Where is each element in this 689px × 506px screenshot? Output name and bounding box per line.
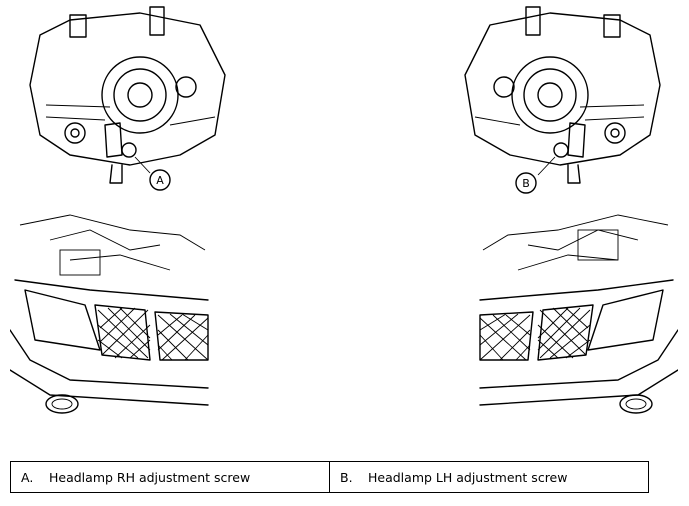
legend-item-a: A. Headlamp RH adjustment screw bbox=[11, 462, 329, 492]
callout-a-label: A bbox=[156, 174, 164, 187]
headlamp-lh-illustration: B bbox=[440, 5, 680, 195]
legend-table: A. Headlamp RH adjustment screw B. Headl… bbox=[10, 461, 649, 493]
legend-key-b: B. bbox=[340, 469, 353, 485]
legend-text-b: Headlamp LH adjustment screw bbox=[368, 469, 568, 485]
vehicle-front-rh-illustration bbox=[10, 210, 210, 425]
legend-key-a: A. bbox=[21, 469, 34, 485]
legend-text-a: Headlamp RH adjustment screw bbox=[49, 469, 251, 485]
callout-b-label: B bbox=[522, 177, 530, 190]
vehicle-front-lh-illustration bbox=[478, 210, 678, 425]
headlamp-rh-illustration: A bbox=[10, 5, 250, 195]
legend-item-b: B. Headlamp LH adjustment screw bbox=[329, 462, 648, 492]
